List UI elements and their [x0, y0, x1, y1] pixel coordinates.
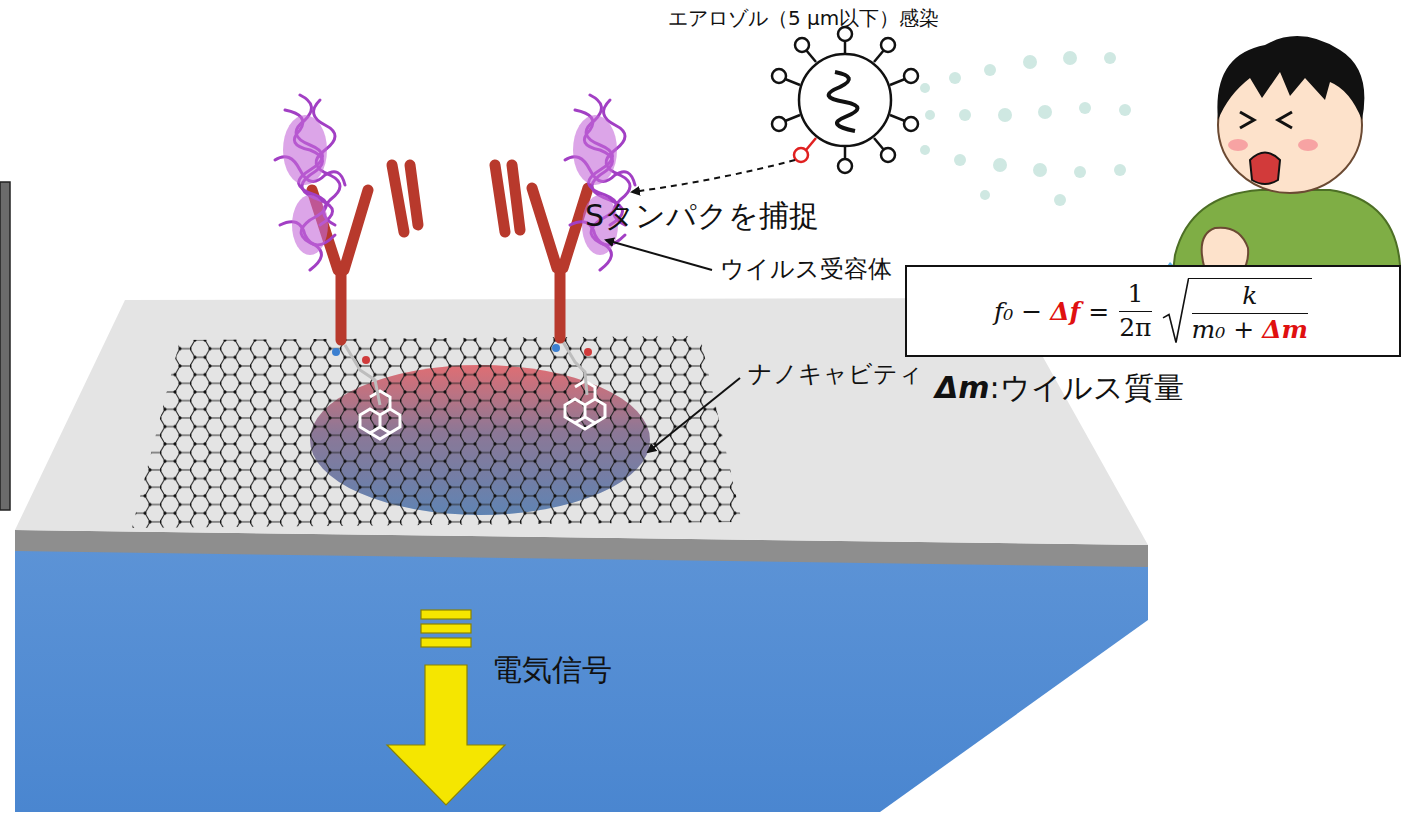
denominator: 2π — [1119, 314, 1151, 343]
math-symbol: Δf — [1050, 297, 1080, 326]
receptor-label: ウイルス受容体 — [720, 255, 892, 284]
radicand: k m₀ + Δm — [1188, 278, 1312, 345]
denominator: m₀ + Δm — [1192, 316, 1308, 345]
formula-lhs: f₀ − Δf = — [994, 297, 1109, 326]
formula-box: f₀ − Δf =12πkm₀ + Δm — [905, 265, 1401, 357]
numerator: k — [1242, 282, 1257, 311]
fraction-bar — [1192, 313, 1308, 314]
math-symbol: Δm — [1262, 315, 1308, 344]
math-symbol: Δm — [935, 370, 989, 405]
fraction: 12π — [1119, 280, 1151, 343]
square-root: k m₀ + Δm — [1162, 278, 1312, 345]
radical-sign — [1162, 278, 1189, 345]
formula: f₀ − Δf =12πkm₀ + Δm — [994, 278, 1312, 345]
mass-note: Δm:ウイルス質量 — [935, 370, 1184, 406]
transmission-note: エアロゾル（5 µm以下）感染 — [668, 6, 939, 30]
capture-label: Sタンパクを捕捉 — [585, 198, 819, 234]
nanocavity-label: ナノキャビティ — [748, 360, 923, 389]
numerator: 1 — [1127, 280, 1143, 309]
signal-label: 電気信号 — [492, 652, 612, 688]
fraction-bar — [1119, 311, 1151, 312]
